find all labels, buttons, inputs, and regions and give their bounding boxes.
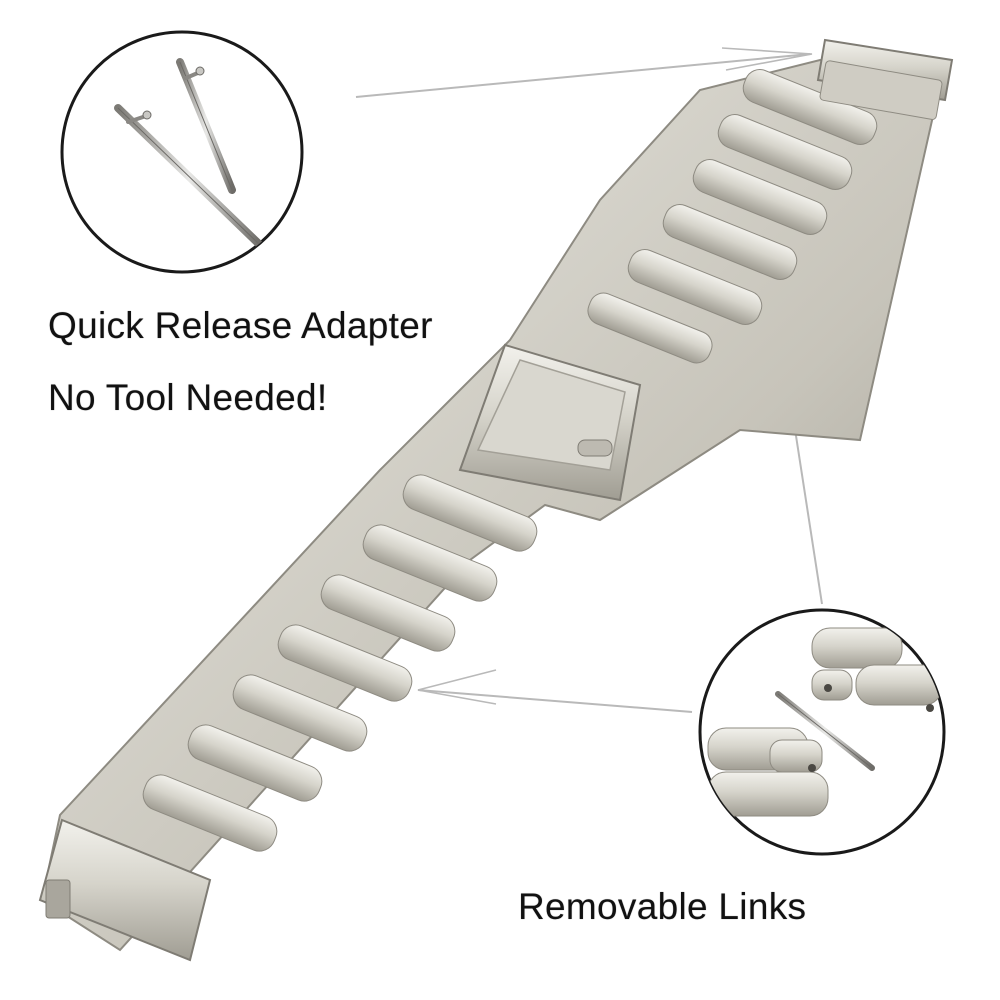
removable-links-inset bbox=[698, 608, 946, 856]
detached-link-upper bbox=[811, 627, 943, 712]
caption-quick-release-adapter: Quick Release Adapter bbox=[48, 305, 433, 346]
upper-links bbox=[587, 69, 878, 364]
caption-no-tool-needed: No Tool Needed! bbox=[48, 377, 328, 418]
lower-links bbox=[142, 474, 538, 852]
caption-removable-links: Removable Links bbox=[518, 886, 807, 927]
detached-link-lower bbox=[707, 727, 829, 817]
link-pin bbox=[775, 691, 875, 771]
spring-bar-pin bbox=[114, 104, 264, 249]
spring-bar-inset bbox=[60, 30, 304, 274]
arrow-to-adapter bbox=[355, 47, 813, 98]
deployment-clasp bbox=[458, 343, 642, 502]
bottom-adapter bbox=[38, 818, 212, 962]
metal-watch-bracelet bbox=[38, 38, 954, 962]
spring-bar-pin bbox=[176, 58, 236, 194]
arrow-to-links-lower bbox=[417, 669, 693, 713]
top-adapter bbox=[816, 38, 954, 120]
